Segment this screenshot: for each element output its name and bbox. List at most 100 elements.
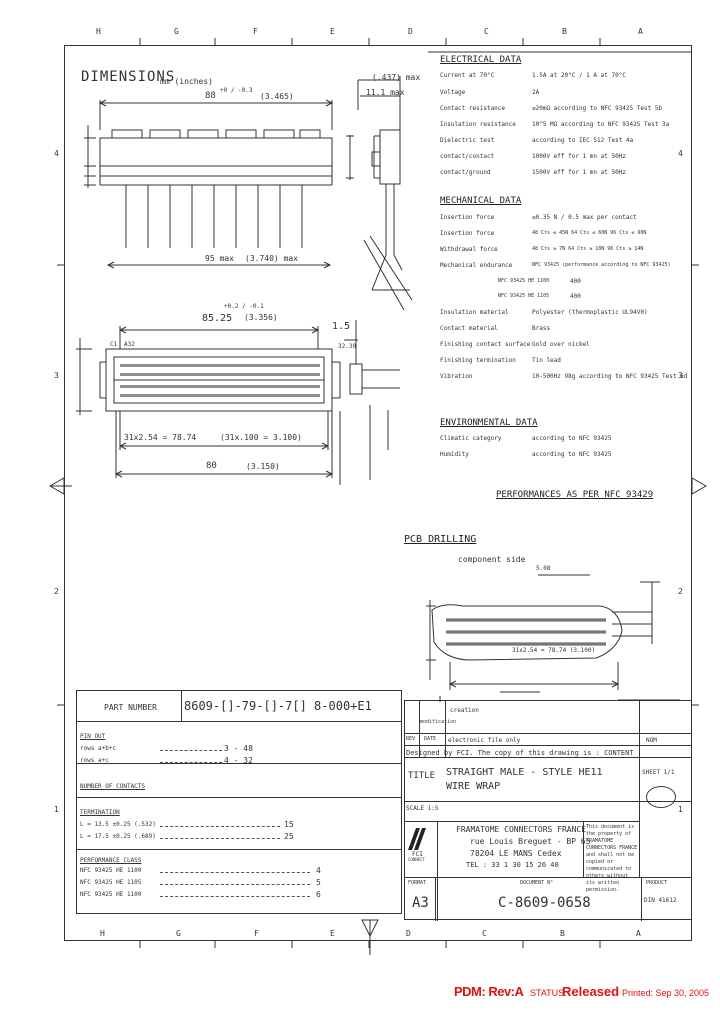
row-label: contact/contact <box>440 153 495 160</box>
row-value: Brass <box>532 325 551 332</box>
row-label: NFC 93425 HE 1100 <box>498 278 550 284</box>
row-label: contact/ground <box>440 169 491 176</box>
contacts-title: NUMBER OF CONTACTS <box>80 783 146 790</box>
dim-95-in: (3.740) max <box>245 254 298 263</box>
dim-88: 88 <box>205 91 216 101</box>
projection-symbol <box>646 786 676 808</box>
row-label: Finishing termination <box>440 357 516 364</box>
row-label: Insertion force <box>440 230 495 237</box>
row-value: 3 - 48 <box>224 744 253 753</box>
row-label: NFC 93425 HE 1105 <box>498 293 550 299</box>
frame-number: 2 <box>678 587 683 596</box>
pcb-subtitle: component side <box>458 555 526 564</box>
dim-80-in: (3.150) <box>246 462 280 471</box>
pin-out-title: PIN OUT <box>80 733 106 740</box>
format-label: FORMAT <box>408 880 427 886</box>
row-label: rows a+c <box>80 757 109 764</box>
termination-title: TERMINATION <box>80 809 120 816</box>
row-label: Contact material <box>440 325 498 332</box>
frame-letter: G <box>174 27 179 36</box>
frame-letter: C <box>482 929 487 938</box>
dim-pitch-in: (31x.100 = 3.100) <box>220 433 302 442</box>
frame-letter: H <box>96 27 101 36</box>
company-name: FRAMATOME CONNECTORS FRANCE <box>456 825 587 834</box>
environmental-title: ENVIRONMENTAL DATA <box>440 418 538 428</box>
format-value: A3 <box>412 895 429 911</box>
frame-number: 1 <box>678 805 683 814</box>
frame-letter: C <box>484 27 489 36</box>
row-label: Insertion force <box>440 214 495 221</box>
logo-text: FCI <box>412 851 423 858</box>
mechanical-title: MECHANICAL DATA <box>440 196 522 206</box>
dim-88-tol: +0 / -0.3 <box>220 87 253 94</box>
logo-sub: CONNECT <box>408 857 425 862</box>
property-note: This document is the property of FRAMATO… <box>586 824 638 894</box>
row-value: NFC 93425 (performance according to NFC … <box>532 262 671 268</box>
row-value: 2A <box>532 89 540 96</box>
dim-95: 95 max <box>205 254 234 263</box>
row-value: 15 <box>284 820 294 829</box>
doc-number: C-8609-0658 <box>498 895 591 911</box>
row-value: 400 <box>570 293 581 300</box>
disclaimer: Designed by FCI. The copy of this drawin… <box>406 749 634 757</box>
row-value: 6 <box>316 890 321 899</box>
label-c1: C1 <box>110 341 118 348</box>
company-address2: 78204 LE MANS Cedex <box>470 849 562 858</box>
electrical-title: ELECTRICAL DATA <box>440 55 522 65</box>
rev-header-by: NOM <box>646 737 657 744</box>
frame-letter: D <box>408 27 413 36</box>
row-label: Dielectric test <box>440 137 495 144</box>
row-value: 5 <box>316 878 321 887</box>
frame-letter: B <box>560 929 565 938</box>
row-value: 48 Cts ≥ 7N 64 Cts ≥ 10N 96 Cts ≥ 14N <box>532 246 644 252</box>
row-value: ≤0.35 N / 0.5 max per contact <box>532 214 637 221</box>
property-note-text: This document is the property of FRAMATO… <box>586 824 638 893</box>
row-value: Tin lead <box>532 357 561 364</box>
doc-label: DOCUMENT N° <box>520 880 554 886</box>
pcb-pitch: 31x2.54 = 78.74 (3.100) <box>512 647 596 654</box>
frame-letter: E <box>330 27 335 36</box>
frame-letter: B <box>562 27 567 36</box>
rev-row-desc: creation <box>450 707 479 714</box>
frame-number: 3 <box>54 371 59 380</box>
row-value: 48 Cts ≤ 45N 64 Cts ≤ 60N 96 Cts ≤ 90N <box>532 230 647 236</box>
dimensions-title: DIMENSIONS <box>81 69 176 85</box>
frame-number: 1 <box>54 805 59 814</box>
row-label: Finishing contact surface <box>440 341 531 348</box>
label-a32: A32 <box>124 341 135 348</box>
row-label: Contact resistance <box>440 105 506 112</box>
row-label: NFC 93425 HE 1100 <box>80 867 142 874</box>
row-label: Vibration <box>440 373 473 380</box>
frame-letter: E <box>330 929 335 938</box>
frame-letter: A <box>638 27 643 36</box>
frame-number: 4 <box>54 149 59 158</box>
status-value: Released <box>562 984 620 999</box>
perf-title: PERFORMANCE CLASS <box>80 857 142 864</box>
row-label: L = 13.5 ±0.25 (.532) <box>80 821 156 828</box>
row-value: according to NFC 93425 <box>532 435 612 442</box>
title-line1: STRAIGHT MALE - STYLE HE11 <box>446 767 603 778</box>
dim-85-tol: +0.2 / -0.1 <box>224 303 264 310</box>
pcb-title: PCB DRILLING <box>404 534 477 545</box>
part-number-label: PART NUMBER <box>104 703 157 712</box>
row-value: 1000V eff for 1 mn at 50Hz <box>532 153 626 160</box>
part-number-block <box>76 690 402 914</box>
row-value: according to NFC 93425 <box>532 451 612 458</box>
product-value: DIN 41612 <box>644 897 677 904</box>
label-32-30: 32.30 <box>338 343 357 350</box>
title-block <box>404 700 692 921</box>
row-label: NFC 93425 HE 1105 <box>80 879 142 886</box>
row-value: 25 <box>284 832 294 841</box>
rev-row-date: modification <box>420 719 457 725</box>
rev-header-rev: REV <box>406 736 416 742</box>
frame-number: 2 <box>54 587 59 596</box>
row-value: Gold over nickel <box>532 341 590 348</box>
dim-80: 80 <box>206 461 217 471</box>
sheet-label: SHEET 1/1 <box>642 769 675 776</box>
fci-logo: FCI CONNECT <box>407 826 434 862</box>
row-value: according to IEC 512 Test 4a <box>532 137 634 144</box>
status-label: STATUS: <box>530 988 567 998</box>
dim-437: (.437) max <box>372 73 421 82</box>
dim-85-in: (3.356) <box>244 313 278 322</box>
dim-85: 85.25 <box>202 313 233 324</box>
